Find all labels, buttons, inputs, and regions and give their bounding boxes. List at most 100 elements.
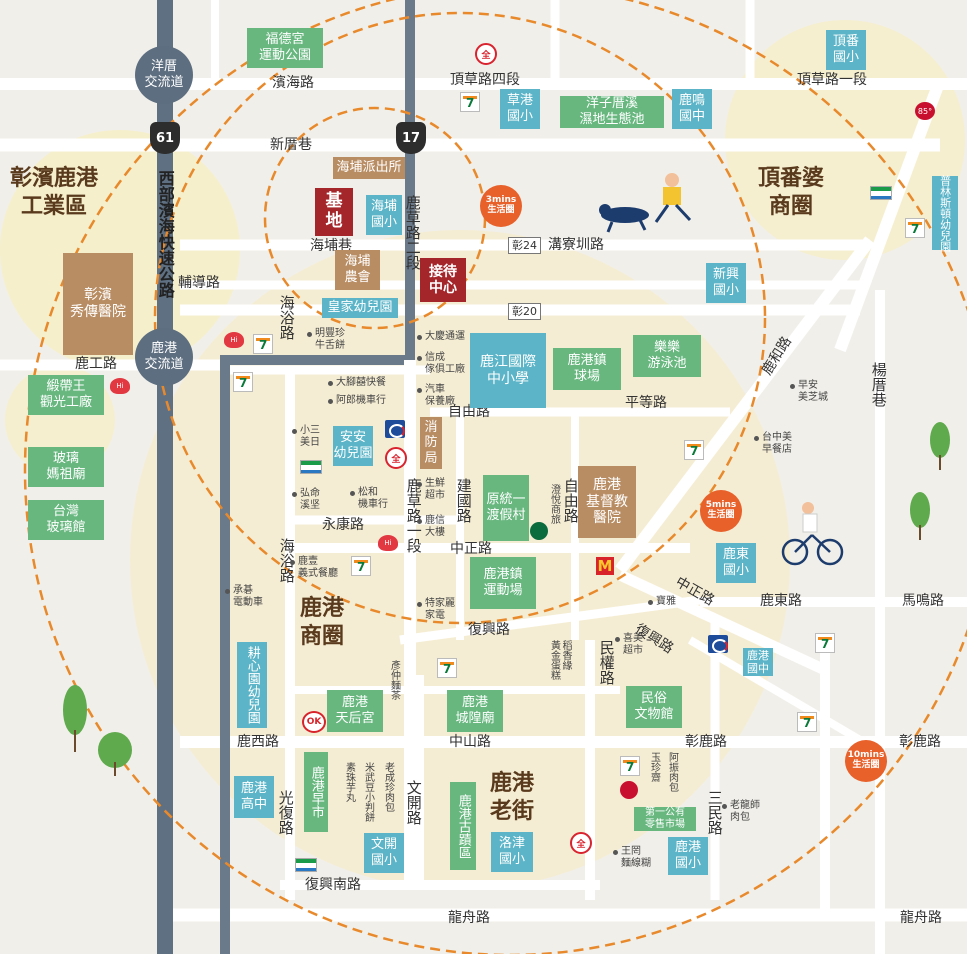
road-tag-zhang20: 彰20 xyxy=(508,303,541,320)
place-morning-market: 鹿港早市 xyxy=(304,752,328,832)
place-historic-district: 鹿港古蹟區 xyxy=(450,782,476,870)
road-zhongzheng: 中正路 xyxy=(450,541,492,557)
road-yangcuo: 楊厝巷 xyxy=(869,362,888,407)
place-lugang-high: 鹿港 高中 xyxy=(234,776,274,818)
poi-sujhu: 素珠芋丸 xyxy=(343,762,355,802)
familymart-icon xyxy=(295,858,317,872)
place-uni-resort: 原統一 渡假村 xyxy=(483,475,529,541)
familymart-icon xyxy=(870,186,892,200)
road-dingcao1: 頂草路一段 xyxy=(797,72,867,88)
place-ribbon-factory: 緞帶王 觀光工廠 xyxy=(28,375,104,415)
route-17-shield: 17 xyxy=(396,122,426,154)
pxmart-icon: 全 xyxy=(385,447,407,469)
poi-xiaosan: 小三 美日 xyxy=(292,425,320,448)
poi-wangge: 王罔 麵線糊 xyxy=(613,846,651,869)
seven-eleven-icon xyxy=(351,556,371,576)
road-yongkang: 永康路 xyxy=(322,517,364,533)
poi-yanzhong: 彥仲麵茶 xyxy=(388,660,400,700)
road-zhanglu-east: 彰鹿路 xyxy=(899,734,941,750)
road-ziyou-vertical: 自由路 xyxy=(561,478,580,523)
place-anan-kindergarten: 安安 幼兒園 xyxy=(333,426,373,466)
hilife-icon: Hi xyxy=(378,535,398,551)
poi-shengxian: 生鮮 超市 xyxy=(417,478,445,501)
seven-eleven-icon xyxy=(233,372,253,392)
road-maming: 馬鳴路 xyxy=(902,593,944,609)
poi-daosiang: 稻香緣 黃金蛋糕 xyxy=(548,640,572,680)
ok-mart-icon: OK xyxy=(302,711,326,733)
place-tianhou-temple: 鹿港 天后宮 xyxy=(327,690,383,732)
yangcuo-interchange: 洋厝 交流道 xyxy=(135,46,193,104)
road-ludong: 鹿東路 xyxy=(760,593,802,609)
poi-xiemei: 喜美 超市 xyxy=(615,633,643,656)
road-xincuo: 新厝巷 xyxy=(270,137,312,153)
road-luxi: 鹿西路 xyxy=(237,734,279,750)
road-haiyu-south: 海浴路 xyxy=(277,538,296,583)
pxmart-icon: 全 xyxy=(570,832,592,854)
poi-azhen: 阿振肉包 xyxy=(666,752,678,792)
place-christian-hospital: 鹿港 基督教 醫院 xyxy=(578,466,636,538)
zone-industrial: 彰濱鹿港 工業區 xyxy=(10,166,99,219)
ring-10min-badge: 10mins 生活圈 xyxy=(845,740,887,782)
road-tag-zhang24: 彰24 xyxy=(508,237,541,254)
ring-10min xyxy=(23,0,967,954)
road-guangfu: 光復路 xyxy=(276,790,295,835)
seven-eleven-icon xyxy=(905,218,925,238)
poi-luxin: 鹿信 大樓 xyxy=(417,515,445,538)
place-leile-pool: 樂樂 游泳池 xyxy=(633,335,701,377)
carrefour-icon xyxy=(708,635,728,653)
road-fudao: 輔導路 xyxy=(178,275,220,291)
road-jianguo: 建國路 xyxy=(454,478,473,523)
seven-eleven-icon xyxy=(460,92,480,112)
road-lucao1: 鹿草路一段 xyxy=(404,478,423,553)
place-first-market: 第一公有 零售市場 xyxy=(634,807,696,831)
place-folk-museum: 民俗 文物館 xyxy=(626,686,682,728)
road-minquan: 民權路 xyxy=(597,640,616,685)
poi-alang: 阿郎機車行 xyxy=(328,395,386,407)
place-royal-kindergarten: 皇家幼兒園 xyxy=(322,298,398,318)
place-lugang-elementary: 鹿港 國小 xyxy=(668,837,708,875)
road-longzhou-east: 龍舟路 xyxy=(900,910,942,926)
road-binhai: 濱海路 xyxy=(272,75,314,91)
site-marker: 基 地 xyxy=(315,188,353,236)
place-gengxin-kindergarten: 耕心園幼兒園 xyxy=(237,642,267,728)
place-fudegong-park: 福德宮 運動公園 xyxy=(247,28,323,68)
road-gouliao: 溝寮圳路 xyxy=(548,237,604,253)
hilife-icon: Hi xyxy=(224,332,244,348)
poi-zaomei: 早安 美芝城 xyxy=(790,380,828,403)
reception-center: 接待 中心 xyxy=(420,258,466,302)
ring-5min xyxy=(153,11,767,625)
ring-3min-badge: 3mins 生活圈 xyxy=(480,185,522,227)
road-haiyu-north: 海浴路 xyxy=(277,295,296,340)
place-yangzi-wetland: 洋子厝溪 濕地生態池 xyxy=(560,96,664,128)
mcdonalds-icon: M xyxy=(596,557,614,575)
place-caogang-elementary: 草港 國小 xyxy=(500,89,540,129)
road-ziyou: 自由路 xyxy=(448,404,490,420)
poi-yuzhen: 玉珍齋 xyxy=(648,752,660,782)
poi-mingfengzhen: 明豐珍 牛舌餅 xyxy=(307,328,345,351)
poi-tejia: 特家麗 家電 xyxy=(417,598,455,621)
seven-eleven-icon xyxy=(253,334,273,354)
place-glass-museum: 台灣 玻璃館 xyxy=(28,500,104,540)
road-sanmin: 三民路 xyxy=(705,790,724,835)
road-dingcao4: 頂草路四段 xyxy=(450,72,520,88)
place-wenkai-elementary: 文開 國小 xyxy=(364,833,404,873)
hilife-icon: Hi xyxy=(110,378,130,394)
road-fuxingnan: 復興南路 xyxy=(305,877,361,893)
poi-chengji: 承碁 電動車 xyxy=(225,585,263,608)
place-lugang-junior: 鹿港 國中 xyxy=(743,648,773,676)
85c-icon: 85° xyxy=(915,102,935,120)
route-61-shield: 61 xyxy=(150,122,180,154)
poi-songhe: 松和 機車行 xyxy=(350,487,388,510)
place-luojin-elementary: 洛津 國小 xyxy=(491,832,533,872)
place-xinxing-elementary: 新興 國小 xyxy=(706,263,746,303)
poi-qiche: 汽車 保養廠 xyxy=(417,384,455,407)
expressway-label: 西部濱海快速公路 xyxy=(155,170,175,298)
poi-laolong: 老龍師 肉包 xyxy=(722,800,760,823)
road-haipuxiang: 海埔巷 xyxy=(310,238,352,254)
seven-eleven-icon xyxy=(684,440,704,460)
familymart-icon xyxy=(300,460,322,474)
place-haipu-police: 海埔派出所 xyxy=(333,157,405,179)
place-lugang-ballpark: 鹿港鎮 球場 xyxy=(553,348,621,390)
road-wenkai: 文開路 xyxy=(404,780,423,825)
poi-taizhongmei: 台中美 早餐店 xyxy=(754,432,792,455)
